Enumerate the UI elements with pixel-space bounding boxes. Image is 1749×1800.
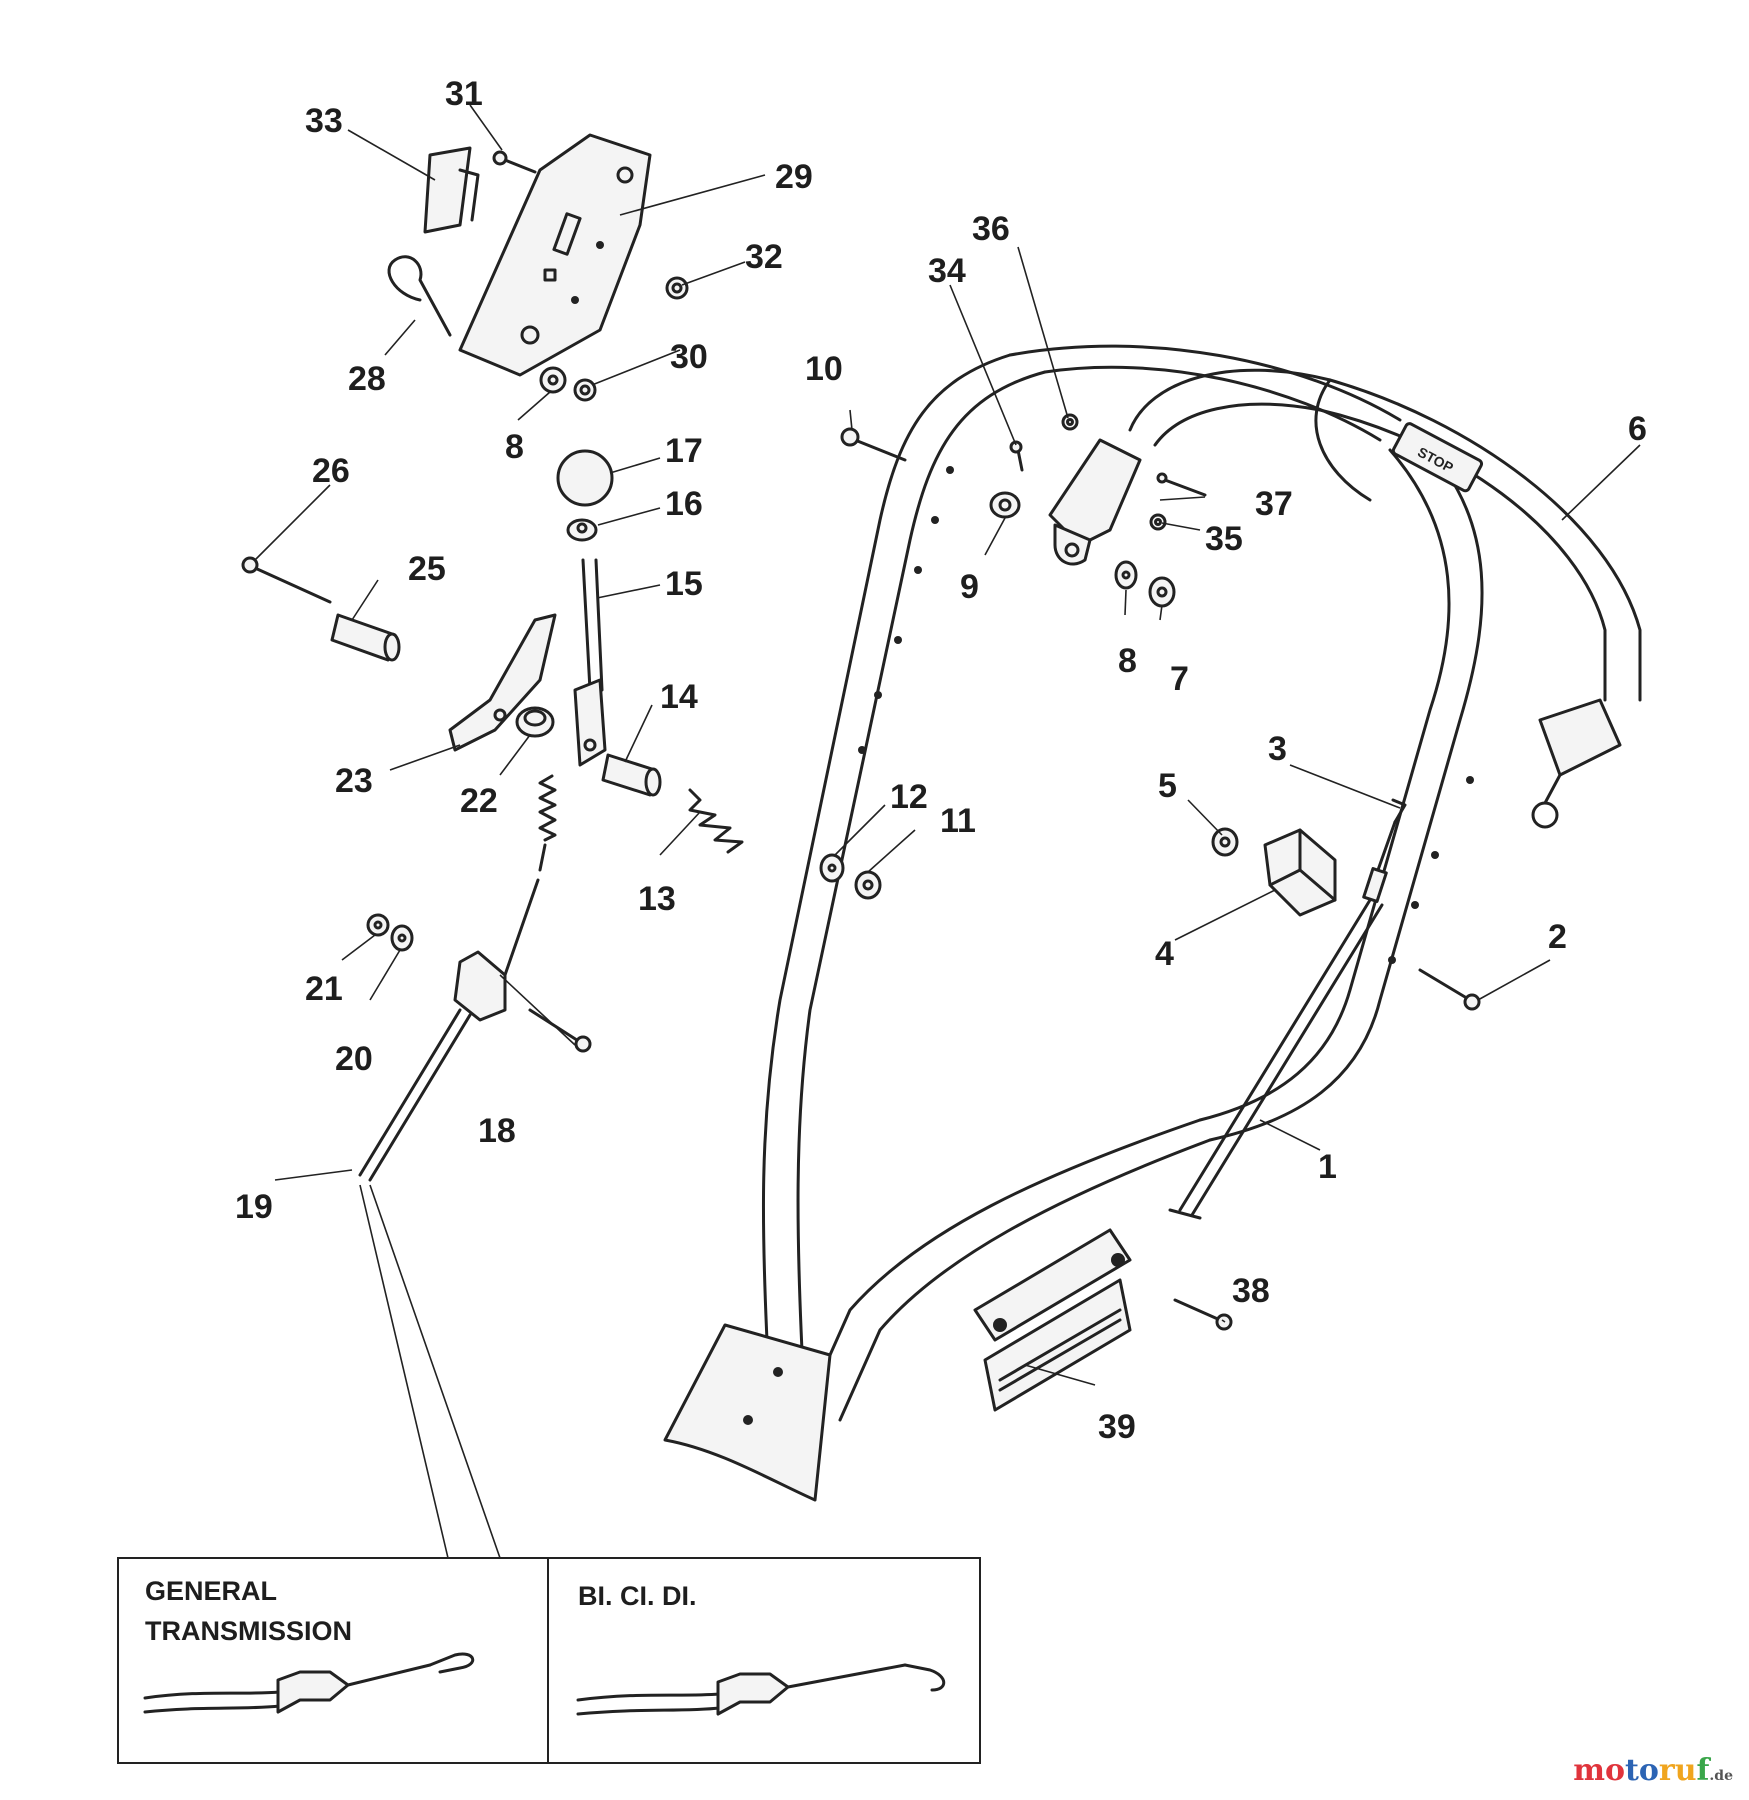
frame-foot-plate bbox=[663, 1323, 832, 1502]
label-39: 39 bbox=[1098, 1408, 1136, 1446]
nut-11 bbox=[854, 870, 882, 900]
cable-19 bbox=[358, 774, 557, 1182]
nut-30 bbox=[573, 378, 597, 402]
label-34: 34 bbox=[928, 252, 966, 290]
washer-35 bbox=[1149, 513, 1167, 531]
inset-right-title: BI. CI. DI. bbox=[578, 1581, 697, 1611]
screw-34 bbox=[1009, 440, 1024, 472]
part-number-labels: 1 2 3 4 5 6 7 8 9 10 11 12 13 14 15 16 1… bbox=[235, 75, 1647, 1446]
screw-31 bbox=[492, 150, 537, 174]
washer-8-top bbox=[539, 366, 567, 394]
label-11: 11 bbox=[940, 802, 976, 840]
label-23: 23 bbox=[335, 762, 373, 800]
label-29: 29 bbox=[775, 158, 813, 196]
cable-variants-inset: GENERAL TRANSMISSION BI. CI. DI. bbox=[117, 1184, 981, 1764]
label-30: 30 bbox=[670, 338, 708, 376]
upper-handle: STOP bbox=[1128, 368, 1642, 829]
label-33: 33 bbox=[305, 102, 343, 140]
bi-ci-di-cable bbox=[576, 1663, 946, 1716]
label-21: 21 bbox=[305, 970, 343, 1008]
watermark-logo: motoruf.de bbox=[1573, 1753, 1733, 1788]
label-19: 19 bbox=[235, 1188, 273, 1226]
bolt-10 bbox=[840, 427, 907, 462]
frame-holes bbox=[858, 466, 1474, 964]
lower-handle-frame bbox=[761, 344, 1484, 1422]
label-3: 3 bbox=[1268, 730, 1287, 768]
label-36: 36 bbox=[972, 210, 1010, 248]
label-14: 14 bbox=[660, 678, 698, 716]
label-16: 16 bbox=[665, 485, 703, 523]
handle-clip-39 bbox=[973, 1228, 1132, 1412]
label-22: 22 bbox=[460, 782, 498, 820]
label-17: 17 bbox=[665, 432, 703, 470]
knob-9 bbox=[989, 491, 1021, 519]
label-8-right: 8 bbox=[1118, 642, 1137, 680]
bolt-26 bbox=[241, 556, 332, 604]
washer-8-right bbox=[1114, 560, 1138, 590]
bracket-23 bbox=[448, 613, 557, 752]
bushing-22 bbox=[515, 706, 555, 738]
nut-7 bbox=[1148, 576, 1176, 608]
nut-5 bbox=[1211, 827, 1239, 857]
screw-38 bbox=[1173, 1298, 1233, 1331]
spring-13 bbox=[688, 788, 744, 854]
cable-clip-4 bbox=[1263, 828, 1337, 917]
screw-37 bbox=[1156, 472, 1207, 497]
leader-lines bbox=[254, 104, 1641, 1386]
washer-8-top-inner bbox=[547, 374, 559, 386]
label-13: 13 bbox=[638, 880, 676, 918]
inset-left-title-line1: GENERAL bbox=[145, 1576, 277, 1606]
screw-2 bbox=[1418, 968, 1481, 1011]
washer-36 bbox=[1061, 413, 1079, 431]
watermark-part4: f bbox=[1696, 1753, 1710, 1788]
label-9: 9 bbox=[960, 568, 979, 606]
label-20: 20 bbox=[335, 1040, 373, 1078]
label-6: 6 bbox=[1628, 410, 1647, 448]
label-8-left: 8 bbox=[505, 428, 524, 466]
label-2: 2 bbox=[1548, 918, 1567, 956]
label-31: 31 bbox=[445, 75, 483, 113]
label-7: 7 bbox=[1170, 660, 1189, 698]
stop-bracket bbox=[1048, 438, 1142, 566]
bushing-14 bbox=[601, 753, 662, 797]
general-transmission-cable bbox=[143, 1652, 474, 1714]
label-32: 32 bbox=[745, 238, 783, 276]
knob-17 bbox=[556, 449, 614, 507]
hook-bolt-28 bbox=[387, 255, 452, 337]
washer-12 bbox=[819, 853, 845, 883]
label-10: 10 bbox=[805, 350, 843, 388]
label-5: 5 bbox=[1158, 767, 1177, 805]
nut-21 bbox=[366, 913, 390, 937]
label-35: 35 bbox=[1205, 520, 1243, 558]
nut-16 bbox=[566, 518, 598, 542]
inset-left-title-line2: TRANSMISSION bbox=[145, 1616, 352, 1646]
label-4: 4 bbox=[1155, 935, 1174, 973]
label-18: 18 bbox=[478, 1112, 516, 1150]
label-37: 37 bbox=[1255, 485, 1293, 523]
label-38: 38 bbox=[1232, 1272, 1270, 1310]
cable-3 bbox=[1168, 798, 1407, 1220]
nut-32 bbox=[665, 276, 689, 300]
label-26: 26 bbox=[312, 452, 350, 490]
label-1: 1 bbox=[1318, 1148, 1337, 1186]
label-12: 12 bbox=[890, 778, 928, 816]
label-25: 25 bbox=[408, 550, 446, 588]
watermark-part1: mo bbox=[1573, 1753, 1626, 1788]
watermark-tld: .de bbox=[1709, 1768, 1733, 1784]
watermark-part2: to bbox=[1625, 1753, 1659, 1788]
watermark-part3: ru bbox=[1658, 1753, 1697, 1788]
bushing-25 bbox=[330, 613, 401, 662]
lever-rod-15 bbox=[573, 558, 607, 767]
washer-20 bbox=[390, 924, 414, 952]
label-28: 28 bbox=[348, 360, 386, 398]
control-box bbox=[458, 133, 652, 377]
label-15: 15 bbox=[665, 565, 703, 603]
clip-33 bbox=[423, 146, 480, 234]
